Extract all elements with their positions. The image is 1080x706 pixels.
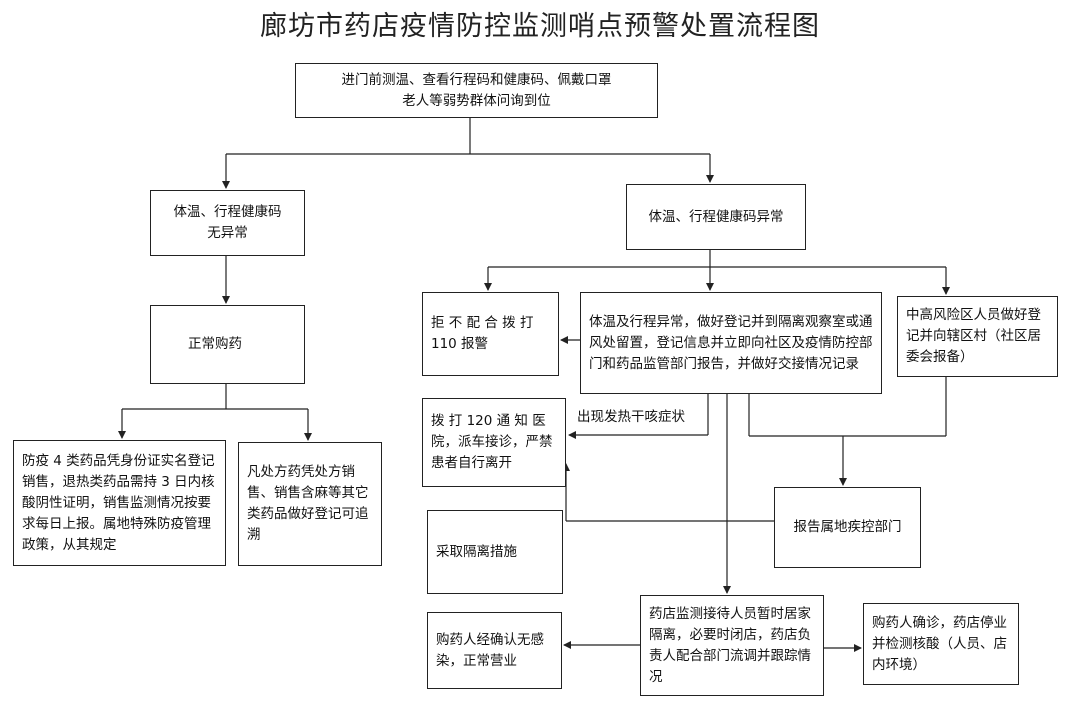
entry-line-2: 老人等弱势群体问询到位: [402, 92, 551, 109]
isolation-measures-box: 采取隔离措施: [427, 510, 563, 594]
abnormal-check-box: 体温、行程健康码异常: [626, 184, 806, 250]
epidemic-drugs-box: 防疫 4 类药品凭身份证实名登记销售，退热类药品需持 3 日内核酸阴性证明，销售…: [13, 440, 226, 566]
register-isolate-text: 体温及行程异常，做好登记并到隔离观察室或通风处留置，登记信息并立即向社区及疫情防…: [589, 313, 873, 372]
refuse-call-police-box: 拒 不 配 合 拨 打 110 报警: [422, 292, 559, 376]
normal-purchase-box: 正常购药: [150, 305, 305, 384]
prescription-drugs-text: 凡处方药凭处方销售、销售含麻等其它类药品做好登记可追溯: [247, 464, 369, 543]
report-cdc-text: 报告属地疾控部门: [793, 519, 902, 535]
confirmed-no-infection-box: 购药人经确认无感染，正常营业: [427, 612, 562, 689]
fever-symptom-label: 出现发热干咳症状: [577, 409, 685, 425]
epidemic-drugs-text: 防疫 4 类药品凭身份证实名登记销售，退热类药品需持 3 日内核酸阴性证明，销售…: [22, 452, 215, 553]
confirmed-no-infection-text: 购药人经确认无感染，正常营业: [436, 631, 544, 669]
staff-quarantine-box: 药店监测接待人员暂时居家隔离，必要时闭店，药店负责人配合部门流调并跟踪情况: [640, 595, 824, 696]
high-risk-area-text: 中高风险区人员做好登记并向辖区村（社区居委会报备）: [906, 307, 1041, 365]
normal-check-box: 体温、行程健康码 无异常: [150, 190, 305, 256]
normal-purchase-text: 正常购药: [188, 336, 242, 352]
buyer-confirmed-text: 购药人确诊，药店停业并检测核酸（人员、店内环境）: [872, 614, 1007, 673]
refuse-call-police-text: 拒 不 配 合 拨 打 110 报警: [431, 315, 534, 352]
call-120-text: 拨 打 120 通 知 医 院，派车接诊，严禁患者自行离开: [431, 413, 553, 471]
normal-check-line-1: 体温、行程健康码: [173, 204, 282, 220]
register-isolate-box: 体温及行程异常，做好登记并到隔离观察室或通风处留置，登记信息并立即向社区及疫情防…: [580, 292, 882, 394]
normal-check-line-2: 无异常: [207, 225, 248, 241]
isolation-measures-text: 采取隔离措施: [436, 543, 517, 560]
call-120-box: 拨 打 120 通 知 医 院，派车接诊，严禁患者自行离开: [422, 398, 566, 487]
high-risk-area-box: 中高风险区人员做好登记并向辖区村（社区居委会报备）: [897, 296, 1058, 377]
abnormal-check-text: 体温、行程健康码异常: [648, 208, 784, 225]
report-cdc-box: 报告属地疾控部门: [774, 487, 921, 568]
buyer-confirmed-box: 购药人确诊，药店停业并检测核酸（人员、店内环境）: [863, 603, 1019, 685]
page-title: 廊坊市药店疫情防控监测哨点预警处置流程图: [260, 11, 820, 42]
staff-quarantine-text: 药店监测接待人员暂时居家隔离，必要时闭店，药店负责人配合部门流调并跟踪情况: [649, 605, 811, 685]
entry-line-1: 进门前测温、查看行程码和健康码、佩戴口罩: [341, 71, 612, 88]
prescription-drugs-box: 凡处方药凭处方销售、销售含麻等其它类药品做好登记可追溯: [238, 442, 382, 566]
entry-check-box: 进门前测温、查看行程码和健康码、佩戴口罩 老人等弱势群体问询到位: [295, 63, 658, 118]
